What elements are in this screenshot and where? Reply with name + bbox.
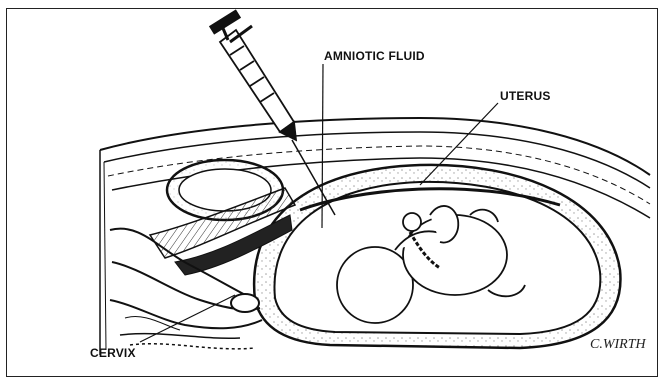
amniotic-fluid-label: AMNIOTIC FLUID	[324, 49, 425, 63]
cervix-label: CERVIX	[90, 346, 136, 360]
artist-signature: C.WIRTH	[590, 337, 647, 352]
uterus-label: UTERUS	[500, 89, 551, 103]
cervix-leader	[140, 295, 235, 342]
